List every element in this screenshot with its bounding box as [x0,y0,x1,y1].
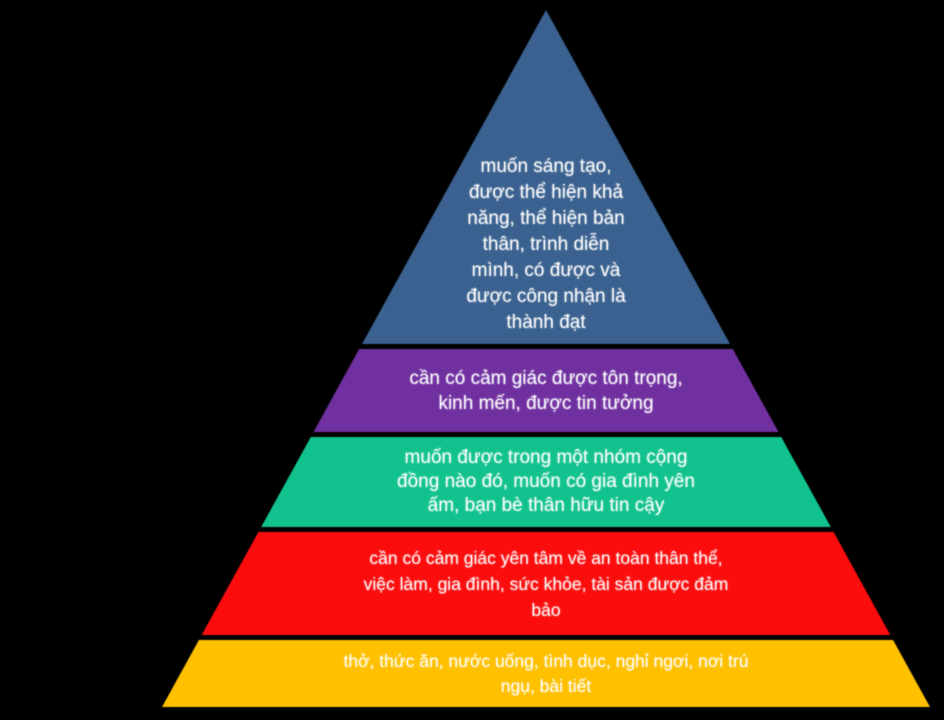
pyramid-level-self-actualization-shape [362,10,730,344]
pyramid-level-safety-shape [201,532,891,635]
pyramid-level-physiological-shape [162,640,930,707]
pyramid-level-love-belonging-shape [261,437,831,527]
pyramid-level-esteem-shape [313,349,779,432]
